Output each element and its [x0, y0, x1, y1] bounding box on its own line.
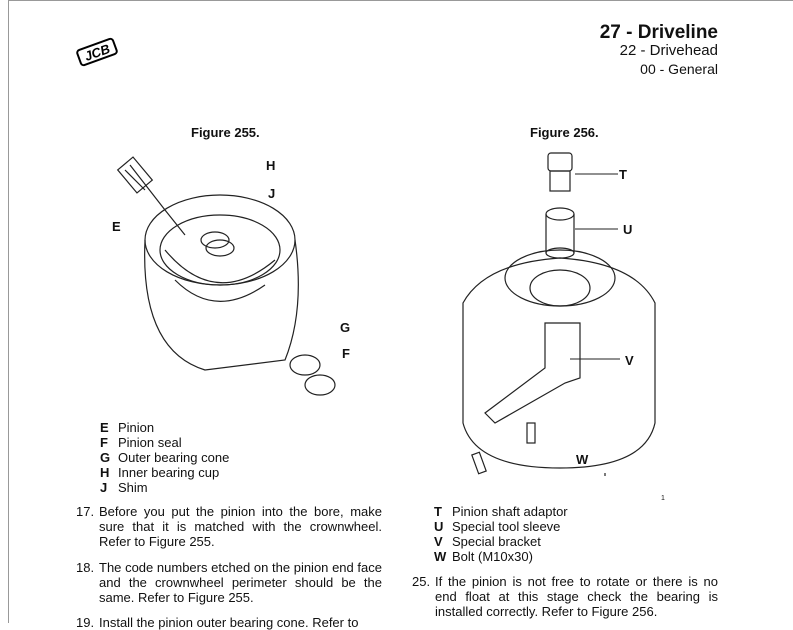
- callout-w: W: [576, 452, 589, 467]
- callout-u: U: [623, 222, 633, 237]
- subsection-title: 22 - Drivehead: [619, 42, 718, 59]
- step-19: 19.Install the pinion outer bearing cone…: [76, 615, 359, 630]
- callout-g: G: [340, 320, 351, 335]
- step-17: 17.Before you put the pinion into the bo…: [76, 504, 382, 549]
- page-frame: [8, 0, 793, 623]
- figure-256-tool-illustration: [462, 152, 656, 476]
- callout-leader-lines: [570, 173, 620, 360]
- section-header: 27 - Driveline 22 - Drivehead 00 - Gener…: [599, 22, 718, 78]
- figure-255-title: Figure 255.: [191, 125, 260, 140]
- callout-j: J: [268, 186, 276, 201]
- figure-marker: 1: [661, 495, 665, 502]
- callout-t: T: [619, 167, 627, 182]
- figure-256-title: Figure 256.: [530, 125, 599, 140]
- step-25: 25.If the pinion is not free to rotate o…: [412, 574, 718, 619]
- callout-h: H: [266, 158, 276, 173]
- jcb-logo: JCB: [76, 36, 118, 73]
- callout-e: E: [112, 219, 121, 234]
- callout-v: V: [625, 353, 634, 368]
- subsubsection-title: 00 - General: [640, 61, 718, 77]
- callout-f: F: [342, 346, 350, 361]
- figure-255-drivehead-illustration: [116, 156, 336, 396]
- step-18: 18.The code numbers etched on the pinion…: [76, 560, 382, 605]
- section-title: 27 - Driveline: [599, 22, 718, 43]
